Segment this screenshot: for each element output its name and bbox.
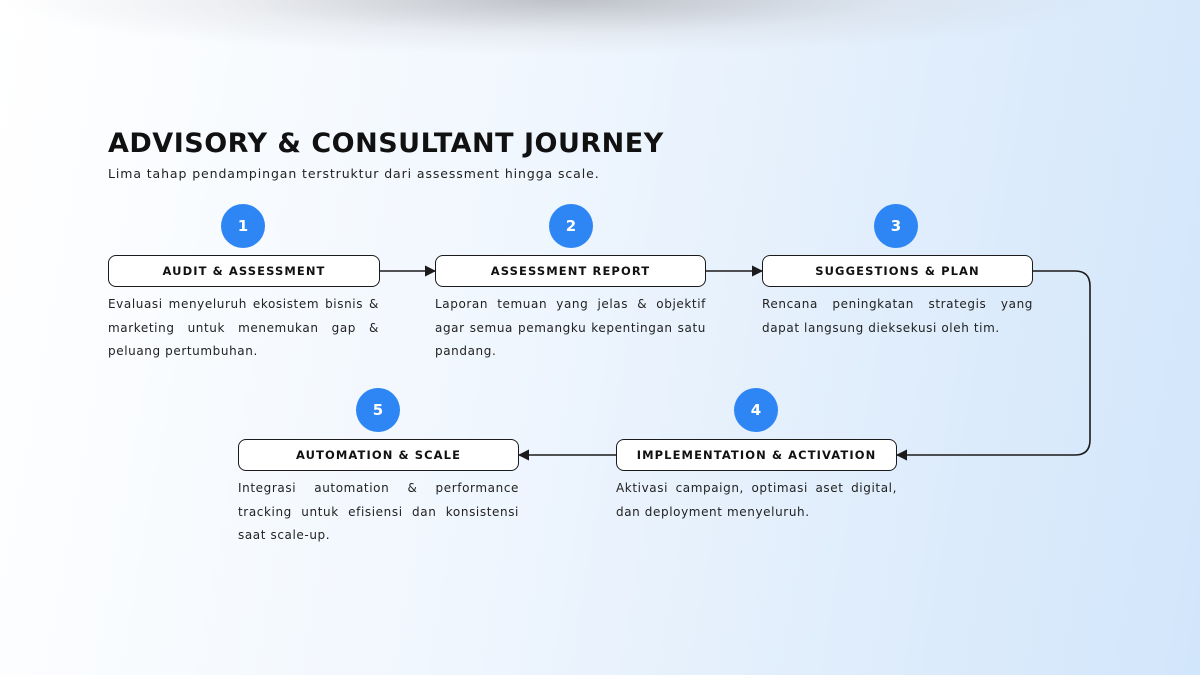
step-2-number-badge: 2 bbox=[549, 204, 593, 248]
step-1-number-badge: 1 bbox=[221, 204, 265, 248]
step-4-description: Aktivasi campaign, optimasi aset digital… bbox=[616, 481, 897, 519]
step-4-number-badge: 4 bbox=[734, 388, 778, 432]
step-3-description: Rencana peningkatan strategis yang dapat… bbox=[762, 297, 1033, 335]
step-4-label-box: IMPLEMENTATION & ACTIVATION bbox=[616, 439, 897, 471]
step-3-label-box: SUGGESTIONS & PLAN bbox=[762, 255, 1033, 287]
step-2-label-box: ASSESSMENT REPORT bbox=[435, 255, 706, 287]
page-title: ADVISORY & CONSULTANT JOURNEY bbox=[108, 128, 664, 159]
step-5-label-box: AUTOMATION & SCALE bbox=[238, 439, 519, 471]
step-5-number-badge: 5 bbox=[356, 388, 400, 432]
step-3-number-badge: 3 bbox=[874, 204, 918, 248]
step-1-label-box: AUDIT & ASSESSMENT bbox=[108, 255, 380, 287]
step-2-description: Laporan temuan yang jelas & objektif aga… bbox=[435, 297, 706, 358]
step-5-description: Integrasi automation & performance track… bbox=[238, 481, 519, 542]
page-subtitle: Lima tahap pendampingan terstruktur dari… bbox=[108, 166, 600, 181]
step-1-description: Evaluasi menyeluruh ekosistem bisnis & m… bbox=[108, 297, 379, 358]
arrow-step3-to-step4 bbox=[895, 270, 1091, 461]
